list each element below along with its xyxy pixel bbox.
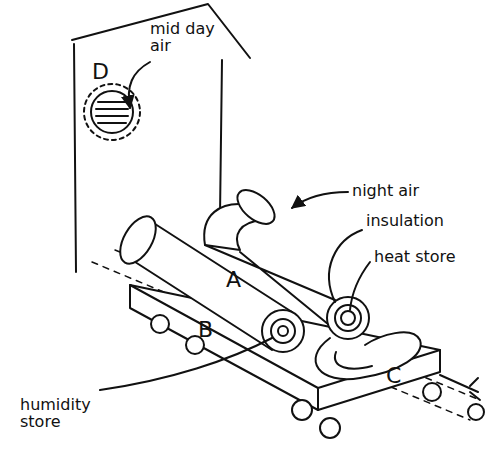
part-label: heat store [374, 248, 494, 265]
part-label: insulation [366, 212, 486, 229]
cart-platform [130, 285, 440, 410]
heat-store-core [341, 311, 355, 325]
air-label: mid day air [150, 20, 222, 54]
tube-b-mouth [113, 210, 163, 269]
insulation-ring [335, 305, 361, 331]
coil-c [316, 332, 421, 379]
wheel [468, 404, 484, 420]
vent-ring [84, 84, 140, 140]
tube-a-end [327, 297, 369, 339]
vent [91, 91, 133, 133]
part-label: humidity store [20, 396, 102, 430]
part-letter: A [226, 268, 256, 292]
wheel [151, 315, 169, 333]
wall-edge [220, 60, 222, 215]
leader-line [329, 230, 362, 302]
part-letter: B [198, 318, 228, 342]
wheel [423, 383, 441, 401]
air-arrow [292, 192, 348, 208]
part-letter: C [386, 364, 416, 388]
handle [440, 375, 480, 400]
part-letter: D [92, 60, 122, 84]
air-label: night air [352, 182, 462, 199]
cart-edge [130, 285, 440, 410]
tube-a-mouth [231, 184, 280, 231]
wheel [320, 418, 340, 438]
vent-slats [96, 102, 128, 123]
leader-line [350, 262, 370, 310]
air-arrow [129, 62, 150, 108]
coil-c-fold [335, 352, 372, 369]
wheel [292, 400, 312, 420]
wall-edge [74, 44, 76, 272]
leader-line [100, 338, 272, 390]
humidity-ring [271, 319, 295, 343]
roof-line [72, 4, 250, 58]
humidity-core [278, 326, 288, 336]
tube-b-end [262, 310, 304, 352]
